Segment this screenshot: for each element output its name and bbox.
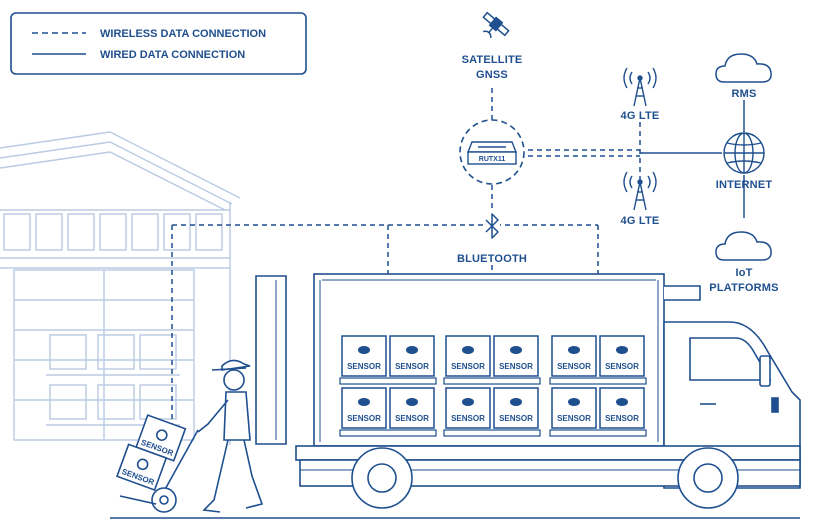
tower-bottom-label: 4G LTE (621, 215, 660, 227)
sensor-icon (568, 346, 580, 354)
sensor-label: SENSOR (451, 362, 485, 371)
router-node: RUTX11 (459, 119, 525, 185)
iot-node: IoT PLATFORMS (709, 231, 779, 294)
cell-tower-icon (623, 171, 657, 211)
sensor-crate: SENSOR (551, 335, 597, 377)
pallet (339, 429, 437, 437)
bluetooth-label: BLUETOOTH (457, 253, 527, 265)
sensor-label: SENSOR (557, 362, 591, 371)
sensor-icon (616, 398, 628, 406)
sensor-icon (406, 346, 418, 354)
legend: WIRELESS DATA CONNECTION WIRED DATA CONN… (10, 12, 307, 75)
router-icon (466, 141, 518, 165)
sensor-crate: SENSOR (493, 387, 539, 429)
pallet (443, 377, 541, 385)
sensor-label: SENSOR (557, 414, 591, 423)
sensor-crate: SENSOR (551, 387, 597, 429)
pallet (549, 377, 647, 385)
sensor-icon (406, 398, 418, 406)
cell-tower-icon (623, 67, 657, 107)
sensor-label: SENSOR (451, 414, 485, 423)
sensor-icon (358, 346, 370, 354)
sensor-crate: SENSOR (389, 387, 435, 429)
iot-label-line1: IoT (735, 267, 752, 279)
bluetooth-icon (485, 213, 499, 239)
cell-tower-top (623, 67, 657, 107)
sensor-label: SENSOR (347, 414, 381, 423)
satellite-label-line1: SATELLITE (462, 54, 523, 66)
internet-node: INTERNET (716, 132, 773, 191)
sensor-icon (462, 398, 474, 406)
sensor-crate: SENSOR (445, 387, 491, 429)
worker (197, 359, 264, 513)
pallet (443, 429, 541, 437)
rms-node: RMS (715, 53, 772, 100)
sensor-crate: SENSOR (341, 387, 387, 429)
sensor-crates: SENSOR SENSOR SENSOR SENSOR SENSOR SENSOR SENS… (339, 335, 647, 437)
rms-label: RMS (731, 88, 756, 100)
globe-icon (723, 132, 765, 174)
wireless-legend-label: WIRELESS DATA CONNECTION (100, 28, 266, 40)
hand-truck: SENSOR SENSOR (115, 414, 199, 513)
internet-label: INTERNET (716, 179, 773, 191)
sensor-crate: SENSOR (599, 387, 645, 429)
sensor-icon (616, 346, 628, 354)
router-label: RUTX11 (479, 156, 506, 163)
sensor-icon (358, 398, 370, 406)
sensor-icon (462, 346, 474, 354)
sensor-crate: SENSOR (389, 335, 435, 377)
sensor-label: SENSOR (395, 414, 429, 423)
cloud-icon (715, 231, 772, 261)
sensor-label: SENSOR (499, 414, 533, 423)
sensor-icon (510, 398, 522, 406)
sensor-label: SENSOR (499, 362, 533, 371)
iot-label-line2: PLATFORMS (709, 282, 778, 294)
sensor-crate: SENSOR (341, 335, 387, 377)
sensor-label: SENSOR (395, 362, 429, 371)
wired-legend-label: WIRED DATA CONNECTION (100, 49, 245, 61)
sensor-icon (568, 398, 580, 406)
sensor-crate: SENSOR (493, 335, 539, 377)
cloud-icon (715, 53, 772, 83)
pallet (549, 429, 647, 437)
pallet (339, 377, 437, 385)
satellite-icon (482, 11, 510, 38)
sensor-label: SENSOR (347, 362, 381, 371)
sensor-crate: SENSOR (599, 335, 645, 377)
tower-top-label: 4G LTE (621, 110, 660, 122)
bluetooth-node: BLUETOOTH (457, 212, 527, 265)
warehouse (0, 131, 241, 445)
satellite-label-line2: GNSS (476, 69, 508, 81)
cell-tower-bottom (623, 171, 657, 211)
sensor-label: SENSOR (605, 362, 639, 371)
sensor-crate: SENSOR (445, 335, 491, 377)
sensor-label: SENSOR (605, 414, 639, 423)
sensor-icon (510, 346, 522, 354)
